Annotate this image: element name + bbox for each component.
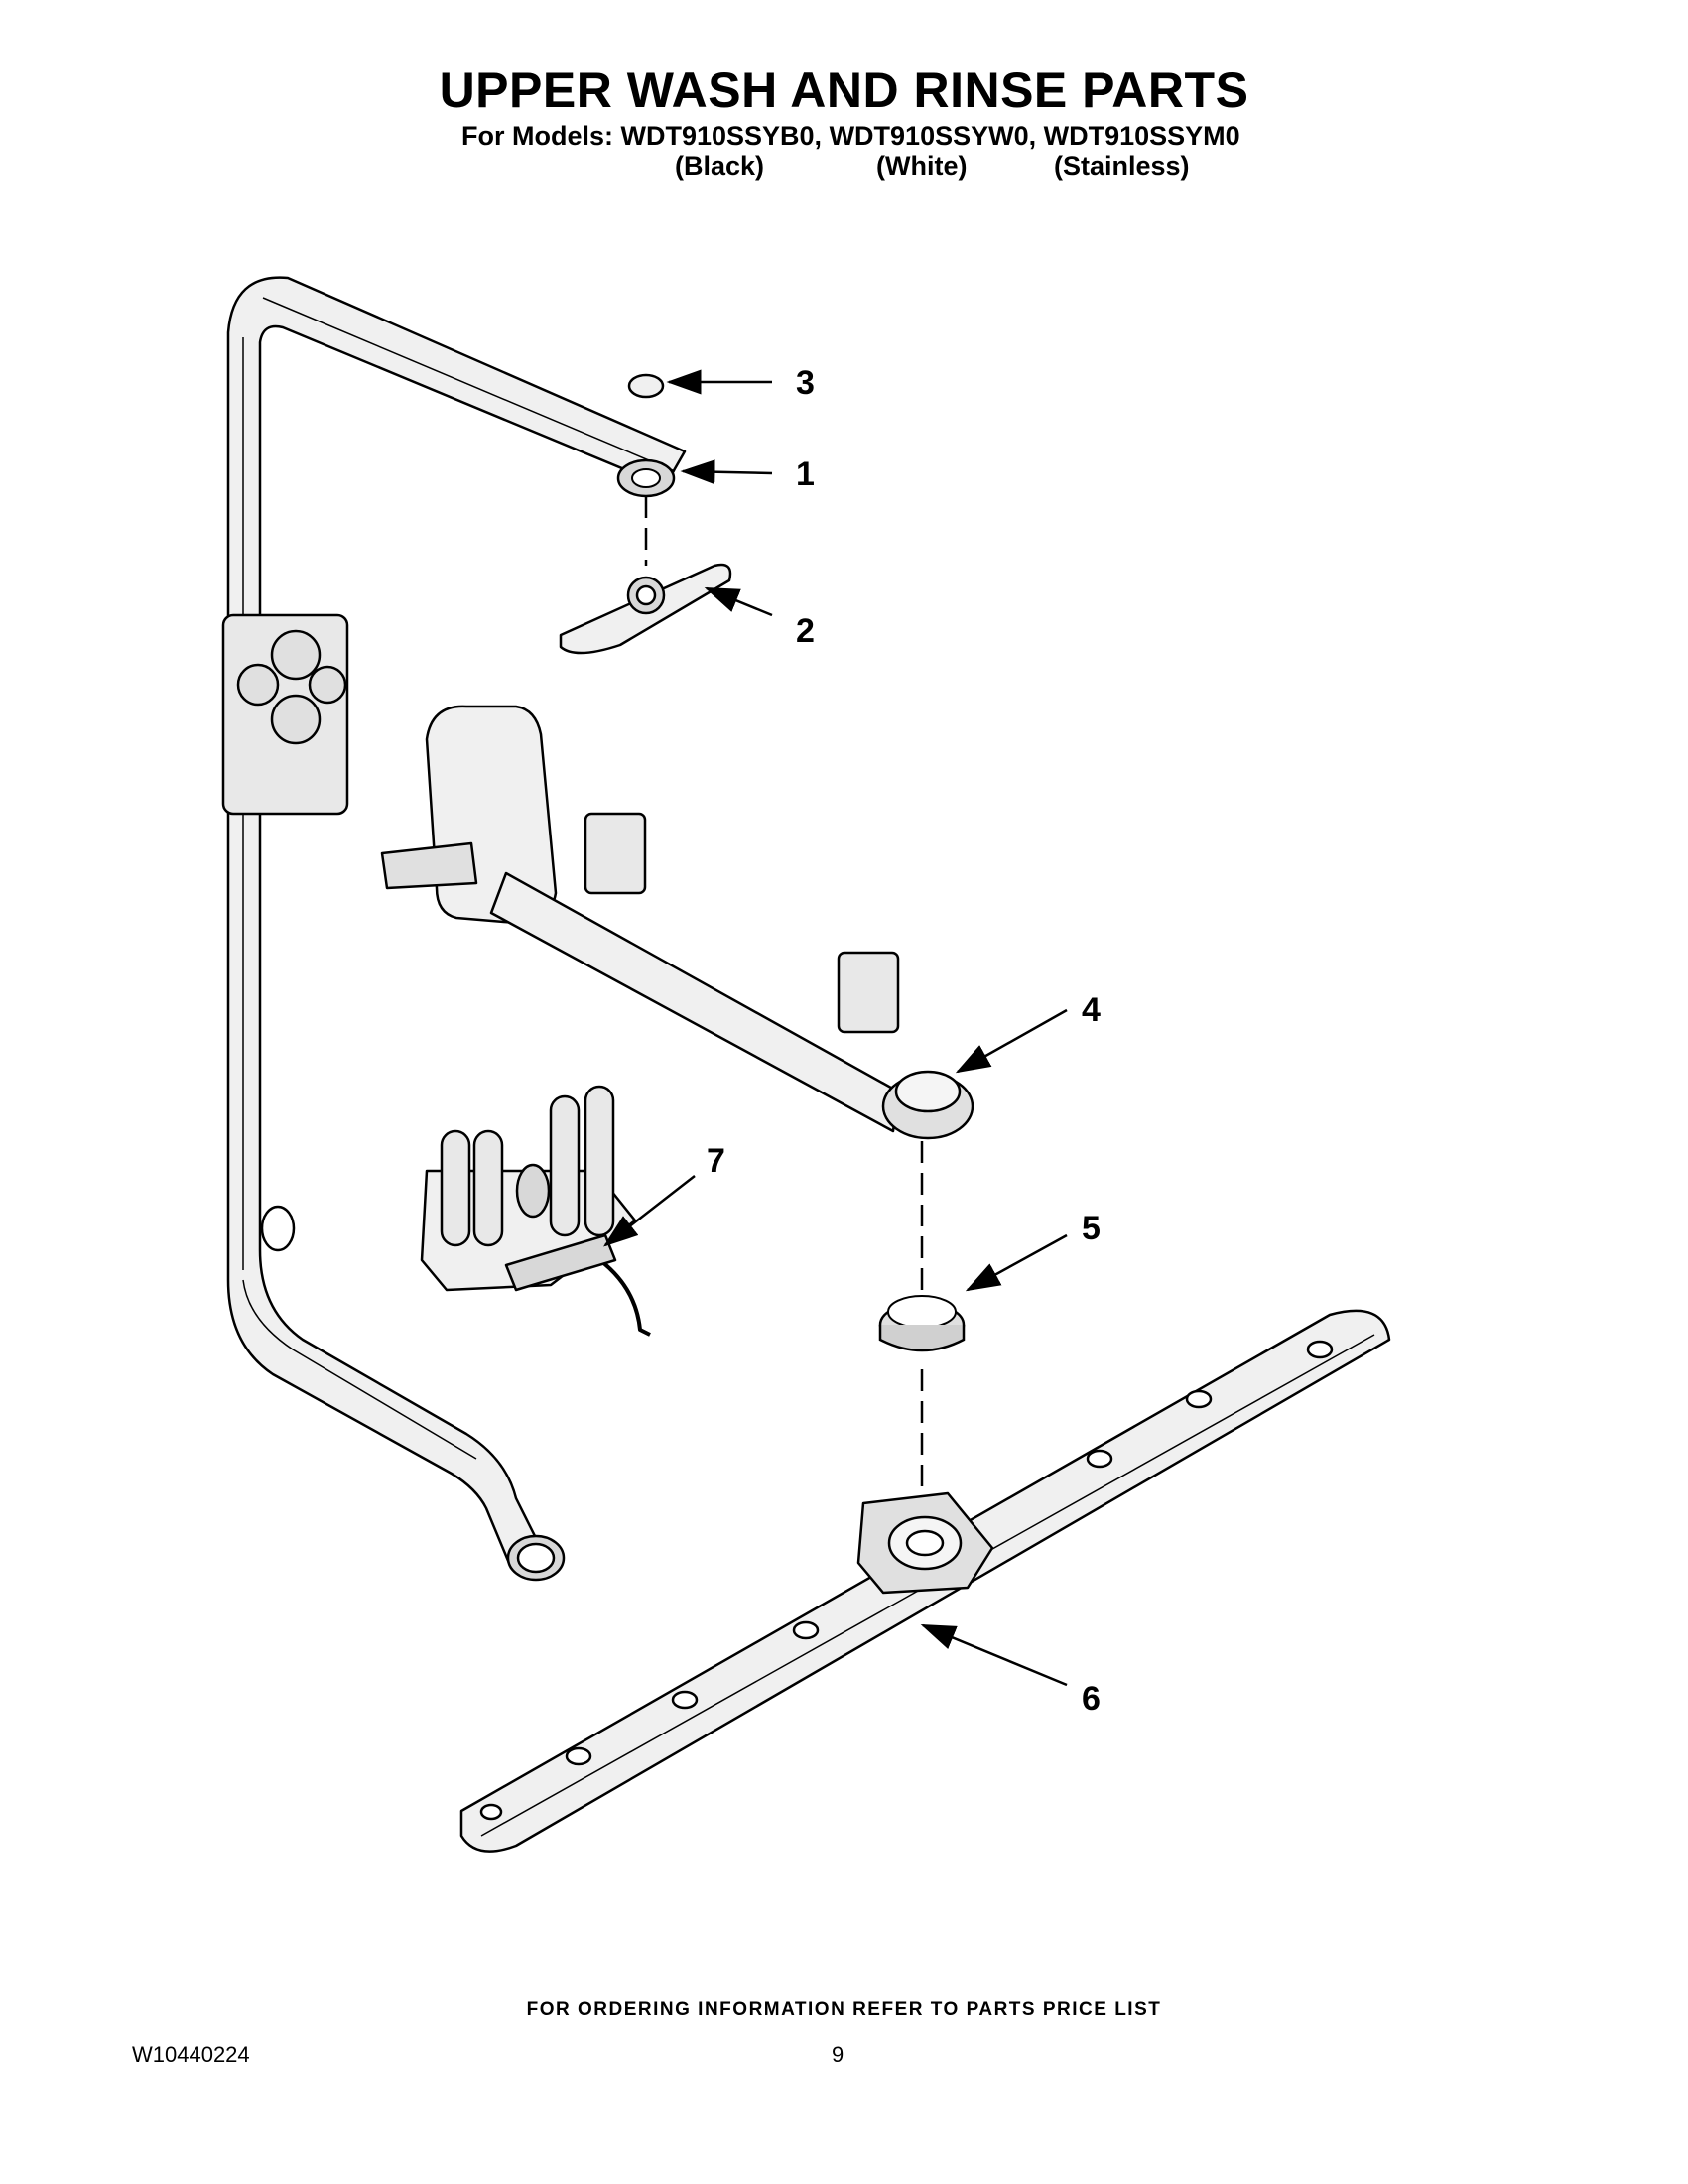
ordering-info: FOR ORDERING INFORMATION REFER TO PARTS … <box>526 1999 1162 2020</box>
variant-stainless: (Stainless) <box>1054 151 1190 181</box>
callout-1: 1 <box>796 455 815 493</box>
page-number: 9 <box>832 2042 844 2067</box>
models-line: For Models: WDT910SSYB0, WDT910SSYW0, WD… <box>461 121 1240 151</box>
cap <box>627 373 665 399</box>
callout-arrows <box>603 369 1068 1687</box>
document-number: W10440224 <box>132 2042 250 2067</box>
callout-4: 4 <box>1082 991 1101 1029</box>
seal-ring <box>878 1295 966 1352</box>
spray-jet-assembly <box>420 1085 651 1337</box>
upper-spray-arm <box>559 563 732 655</box>
callout-5: 5 <box>1082 1210 1101 1247</box>
spray-manifold <box>380 705 974 1140</box>
arrow-4 <box>955 1008 1068 1074</box>
arrow-6 <box>920 1623 1068 1687</box>
arrow-5 <box>965 1233 1068 1292</box>
callout-6: 6 <box>1082 1680 1101 1718</box>
callout-2: 2 <box>796 612 815 650</box>
arrow-2 <box>704 586 773 617</box>
arrow-1 <box>680 459 773 485</box>
supply-tube <box>221 276 687 1582</box>
variant-black: (Black) <box>675 151 765 181</box>
callout-7: 7 <box>707 1142 725 1180</box>
page-title: UPPER WASH AND RINSE PARTS <box>439 63 1249 118</box>
tube-hub <box>616 458 676 498</box>
callout-3: 3 <box>796 364 815 402</box>
variant-white: (White) <box>876 151 968 181</box>
lower-spray-arm <box>459 1309 1391 1853</box>
arrow-7 <box>603 1175 696 1247</box>
